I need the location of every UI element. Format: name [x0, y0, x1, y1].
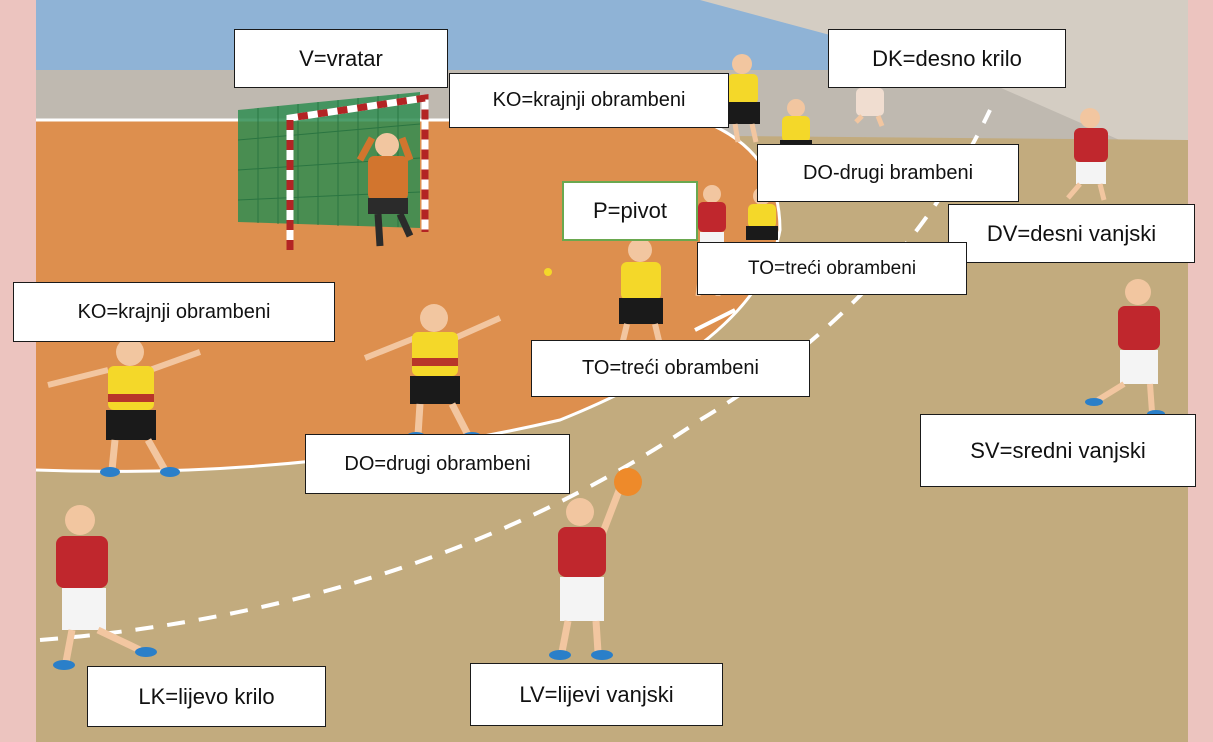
label-centre-back: SV=sredni vanjski [920, 414, 1196, 487]
player-attacker [53, 505, 157, 670]
player-defender [726, 54, 760, 143]
label-left-back: LV=lijevi vanjski [470, 663, 723, 726]
penalty-mark [694, 308, 736, 332]
player-attacker [549, 468, 642, 660]
player-attacker [1066, 108, 1108, 201]
label-edge-defender-top: KO=krajnji obrambeni [449, 73, 729, 128]
player-defender [363, 304, 502, 442]
player-defender [611, 238, 673, 351]
back-wall-right [700, 0, 1188, 170]
label-goalkeeper: V=vratar [234, 29, 448, 88]
label-right-wing: DK=desno krilo [828, 29, 1066, 88]
player-goalkeeper [356, 133, 414, 247]
label-third-defender-center: TO=treći obrambeni [531, 340, 810, 397]
label-right-back: DV=desni vanjski [948, 204, 1195, 263]
player-defender [47, 338, 202, 477]
label-left-wing: LK=lijevo krilo [87, 666, 326, 727]
label-edge-defender-left: KO=krajnji obrambeni [13, 282, 335, 342]
label-pivot: P=pivot [562, 181, 698, 241]
label-third-defender-right: TO=treći obrambeni [697, 242, 967, 295]
ball-mark [544, 268, 552, 276]
label-second-defender-left: DO=drugi obrambeni [305, 434, 570, 494]
goal-frame [286, 93, 429, 250]
free-throw-line [39, 109, 992, 642]
label-second-defender-top: DO-drugi brambeni [757, 144, 1019, 202]
